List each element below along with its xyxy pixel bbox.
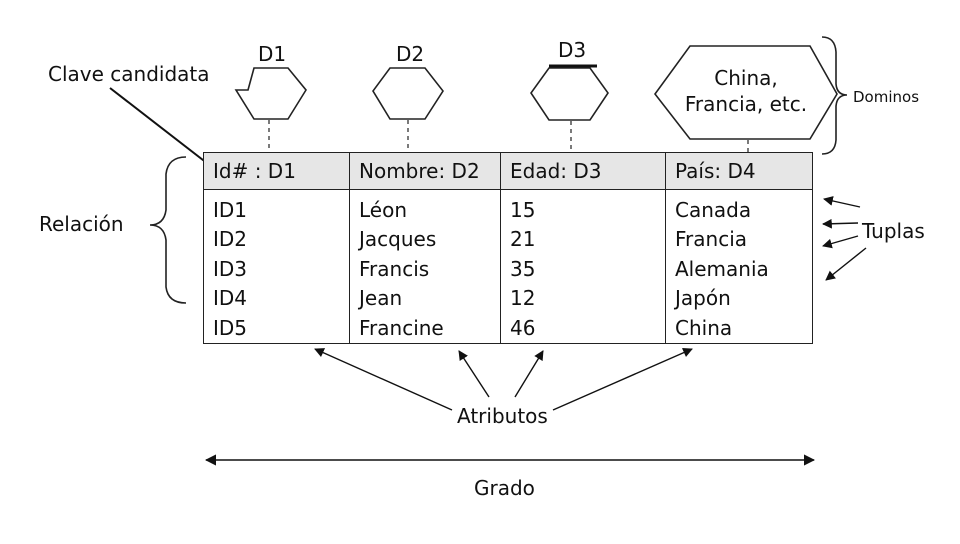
table-cell: 15 <box>510 198 536 222</box>
column-edad: 15 21 35 12 46 <box>500 189 666 344</box>
clave-candidata-label: Clave candidata <box>48 62 210 86</box>
grado-label: Grado <box>474 476 535 500</box>
table-cell: Canada <box>675 198 752 222</box>
table-cell: Japón <box>675 286 731 311</box>
table-cell: 46 <box>510 315 536 340</box>
dominios-brace <box>821 36 848 155</box>
tuplas-arrow-4 <box>825 247 867 281</box>
column-nombre: Léon Jacques Francis Jean Francine <box>349 189 501 344</box>
table-cell: ID5 <box>213 315 248 340</box>
tuplas-arrow-3 <box>822 235 859 249</box>
domain-hexagon-d2 <box>372 67 444 120</box>
table-cell: ID3 <box>213 256 248 281</box>
domain-label-d3: D3 <box>558 38 587 62</box>
table-cell: Jean <box>359 286 403 311</box>
relacion-brace <box>149 156 187 304</box>
domain-label-d2: D2 <box>396 42 425 66</box>
table-cell: ID4 <box>213 286 248 311</box>
table-cell: Francine <box>359 315 444 340</box>
domain-hexagon-d4 <box>653 45 838 140</box>
table-cell: Alemania <box>675 256 769 281</box>
header-pais: País: D4 <box>665 152 813 190</box>
domain-label-d1: D1 <box>258 42 287 66</box>
clave-candidata-line <box>109 87 213 168</box>
atributos-arrow-4 <box>552 348 693 411</box>
table-cell: China <box>675 315 733 340</box>
table-cell: Jacques <box>359 227 437 252</box>
table-cell: Francia <box>675 227 748 252</box>
table-body-row: ID1 ID2 ID3 ID4 ID5 Léon Jacques Francis… <box>203 189 813 344</box>
table-cell: ID1 <box>213 198 248 222</box>
table-cell: 35 <box>510 256 536 281</box>
atributos-arrow-3 <box>514 350 544 398</box>
table-cell: 12 <box>510 286 536 311</box>
relation-table: Id# : D1 Nombre: D2 Edad: D3 País: D4 ID… <box>203 152 813 344</box>
table-header-row: Id# : D1 Nombre: D2 Edad: D3 País: D4 <box>203 152 813 190</box>
atributos-label: Atributos <box>457 404 548 428</box>
atributos-arrow-2 <box>458 350 490 398</box>
table-cell: 21 <box>510 227 536 252</box>
tuplas-label: Tuplas <box>862 219 925 243</box>
table-cell: Francis <box>359 256 430 281</box>
table-cell: Léon <box>359 198 408 222</box>
domain-d4-line-2: Francia, etc. <box>684 92 808 116</box>
domain-hexagon-d3 <box>530 67 609 121</box>
dominios-label: Dominos <box>853 88 920 106</box>
table-cell: ID2 <box>213 227 248 252</box>
domain-d4-line-1: China, <box>714 66 778 90</box>
header-id: Id# : D1 <box>203 152 350 190</box>
tuplas-arrow-2 <box>822 218 859 229</box>
atributos-arrow-1 <box>314 348 453 411</box>
header-nombre: Nombre: D2 <box>349 152 501 190</box>
column-pais: Canada Francia Alemania Japón China <box>665 189 813 344</box>
domain-hexagon-d1 <box>234 67 307 120</box>
relacion-label: Relación <box>39 212 124 236</box>
header-edad: Edad: D3 <box>500 152 666 190</box>
column-id: ID1 ID2 ID3 ID4 ID5 <box>203 189 350 344</box>
domain-d4-text: China, Francia, etc. <box>672 65 820 117</box>
tuplas-arrow-1 <box>823 196 861 208</box>
